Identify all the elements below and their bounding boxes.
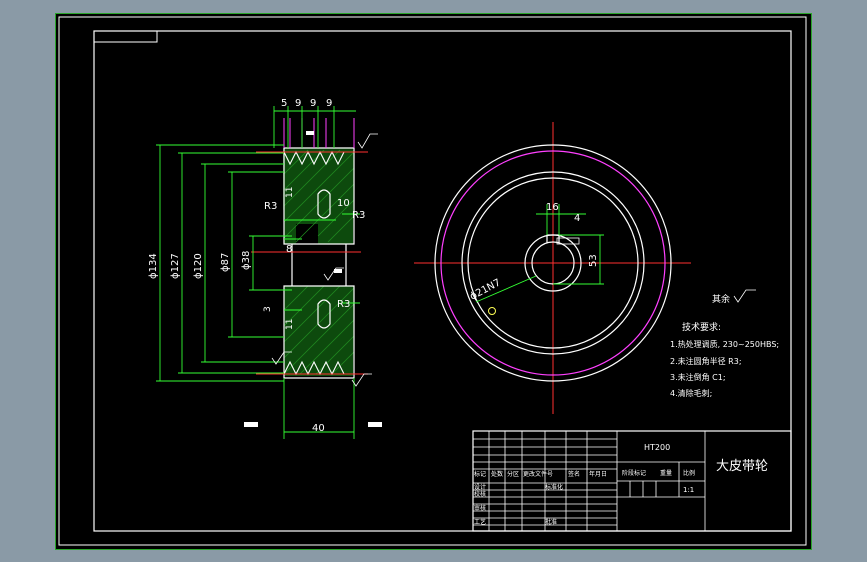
inner-frame: [93, 30, 792, 532]
part-name: 大皮带轮: [716, 459, 768, 474]
role-standard: 标准化: [545, 483, 563, 491]
row-label-date: 年月日: [589, 470, 607, 478]
cad-viewport[interactable]: 5 9 9 9 ϕ134 ϕ127 ϕ120 ϕ87 ϕ38 11 R3 10 …: [55, 13, 812, 550]
dim-key-4: 4: [574, 213, 580, 224]
dim-dia-87: ϕ87: [220, 253, 231, 272]
front-view: 16 4 53 ϕ21N7: [414, 122, 691, 414]
section-dimension-labels: 5 9 9 9 ϕ134 ϕ127 ϕ120 ϕ87 ϕ38 11 R3 10 …: [148, 98, 365, 434]
tech-req-item-3: 3.未注倒角 C1;: [670, 372, 726, 382]
dim-10: 10: [337, 198, 350, 209]
technical-requirements: 技术要求: 1.热处理调质, 230~250HBS; 2.未注圆角半径 R3; …: [670, 321, 779, 398]
role-process: 工艺: [474, 518, 486, 526]
dim-11-upper: 11: [285, 187, 295, 198]
row-label-mark: 标记: [474, 470, 486, 478]
dim-11-lower: 11: [285, 319, 295, 330]
scale-value: 1:1: [683, 486, 694, 494]
dim-3: 3: [263, 306, 273, 312]
stage-label: 阶段标记: [622, 469, 646, 477]
corner-box: [93, 30, 158, 43]
weight-label: 重量: [660, 469, 672, 477]
dim-dia-134: ϕ134: [148, 253, 159, 279]
role-approve: 批准: [545, 518, 557, 526]
dim-dia-38: ϕ38: [241, 251, 252, 270]
tech-req-item-1: 1.热处理调质, 230~250HBS;: [670, 339, 779, 349]
dim-width-40: 40: [312, 423, 325, 434]
remainder-label: 其余: [712, 293, 730, 305]
dim-r3-right-upper: R3: [352, 210, 365, 221]
dim-r3-left: R3: [264, 201, 277, 212]
dim-dia-120: ϕ120: [193, 253, 204, 279]
dim-top-4: 9: [326, 98, 332, 109]
section-view: [156, 106, 382, 439]
outer-frame: [58, 16, 807, 546]
dim-top-3: 9: [310, 98, 316, 109]
row-label-change-doc: 更改文件号: [523, 470, 553, 478]
dim-r3-right-lower: R3: [337, 299, 350, 310]
dim-bore-53: 53: [588, 254, 599, 267]
dim-keyway-16: 16: [546, 202, 559, 213]
scale-label: 比例: [683, 469, 695, 477]
dim-dia-127: ϕ127: [170, 253, 181, 279]
title-block: HT200 大皮带轮 阶段标记 重量 比例 1:1 标记 处数 分区 更改文件号…: [472, 430, 792, 532]
role-design: 设计: [474, 483, 486, 491]
tech-req-title: 技术要求:: [682, 321, 721, 333]
tech-req-item-2: 2.未注圆角半径 R3;: [670, 356, 742, 366]
role-check: 校核: [474, 490, 486, 498]
role-review: 审核: [474, 504, 486, 512]
dim-8: 8: [286, 244, 292, 255]
row-label-signature: 签名: [568, 470, 580, 478]
dim-top-2: 9: [295, 98, 301, 109]
remainder-roughness: 其余: [712, 289, 756, 305]
tech-req-item-4: 4.清除毛刺;: [670, 388, 712, 398]
dim-top-1: 5: [281, 98, 287, 109]
row-label-zone: 分区: [507, 470, 519, 478]
row-label-count: 处数: [491, 470, 503, 478]
material: HT200: [644, 443, 670, 452]
dim-bore-dia: ϕ21N7: [468, 277, 502, 302]
drawing-canvas[interactable]: 5 9 9 9 ϕ134 ϕ127 ϕ120 ϕ87 ϕ38 11 R3 10 …: [56, 14, 813, 551]
